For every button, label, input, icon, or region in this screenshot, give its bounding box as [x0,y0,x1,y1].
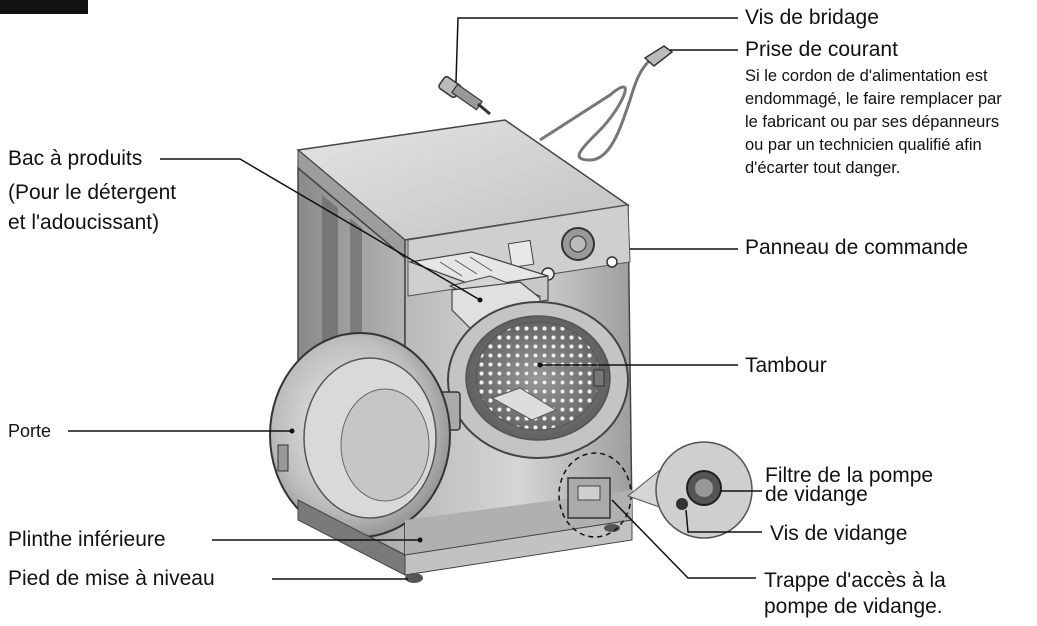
label-filtre-line-2: de vidange [765,483,868,506]
label-bac-line-2: (Pour le détergent [8,181,177,204]
label-pied-niveau: Pied de mise à niveau [8,567,215,590]
prise-note-line-2: endommagé, le faire remplacer par [745,90,1002,108]
leveling-foot [405,573,423,583]
label-panneau-commande: Panneau de commande [745,236,968,259]
label-trappe-acces: Trappe d'accès à la [764,569,946,592]
label-bac-produits: Bac à produits [8,147,143,170]
prise-note-line-4: ou par un technicien qualifié afin [745,136,982,154]
prise-note-line-5: d'écarter tout danger. [745,159,901,177]
power-plug-icon [643,45,674,67]
label-vis-bridage: Vis de bridage [745,6,879,29]
power-cord [539,58,652,162]
label-plinthe: Plinthe inférieure [8,528,166,551]
transit-bolt-icon [438,75,491,116]
leader-lines [68,17,762,580]
header-tab [0,0,88,14]
power-button-icon [606,256,618,268]
label-bac-line-3: et l'adoucissant) [8,211,160,234]
lower-plinth [404,519,633,576]
label-porte: Porte [8,421,52,441]
label-filtre-pompe: Filtre de la pompe [765,464,934,487]
label-trappe-line-2: pompe de vidange. [764,595,943,618]
label-vis-vidange: Vis de vidange [770,522,908,545]
label-prise-courant: Prise de courant [745,38,898,61]
label-tambour: Tambour [745,354,827,377]
prise-note-line-1: Si le cordon de d'alimentation est [745,67,988,85]
prise-note-line-3: le fabricant ou par ses dépanneurs [745,113,1000,131]
drain-screw-icon [676,498,688,510]
